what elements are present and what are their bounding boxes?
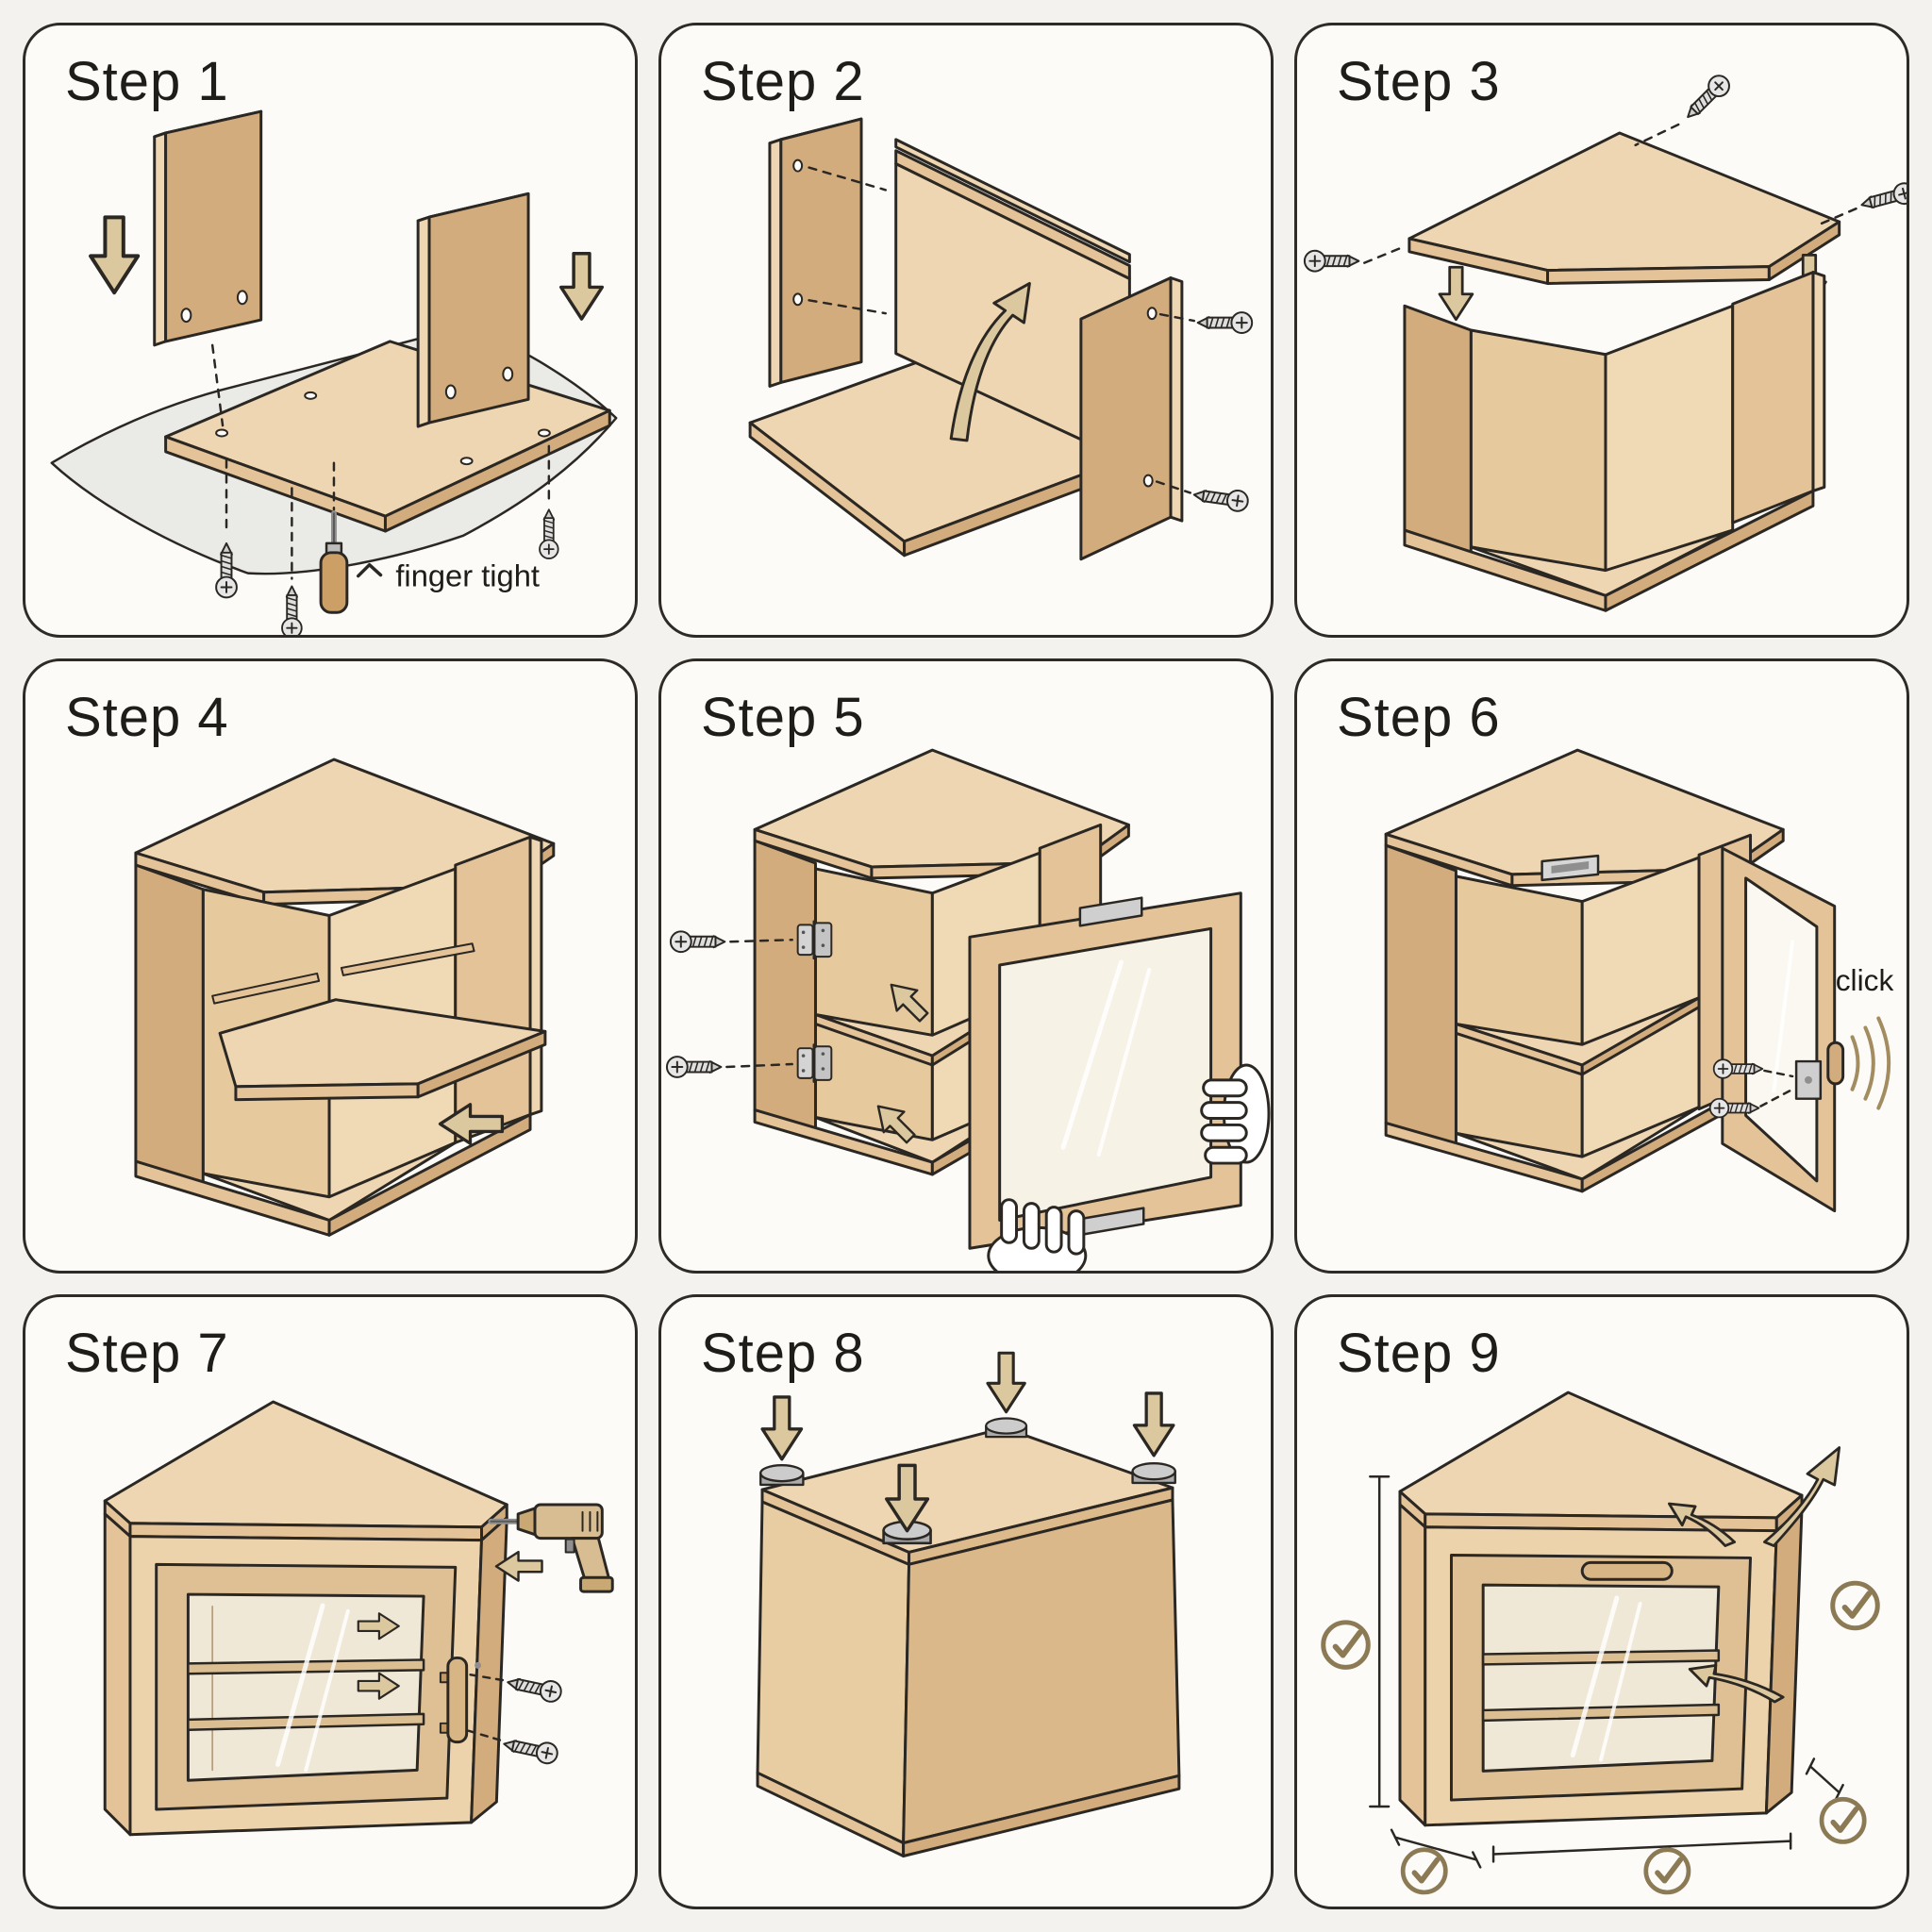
right-side-panel: [416, 192, 530, 428]
arrow-down-icon: [1132, 1391, 1175, 1457]
screw-icon: [669, 929, 726, 954]
hinge-icon: [796, 1043, 833, 1083]
step-title: Step 3: [1337, 51, 1501, 112]
screw-icon: [1196, 310, 1254, 335]
step-3-panel: Step 3: [1294, 23, 1909, 638]
left-side-panel: [768, 117, 888, 388]
step-9-illustration: [1297, 1391, 1907, 1907]
cabinet-upside-down: [756, 1426, 1181, 1857]
step-7-panel: Step 7: [23, 1294, 638, 1909]
top-panel: [1407, 131, 1841, 285]
cabinet-finished: [1398, 1391, 1804, 1827]
step-8-panel: Step 8: [658, 1294, 1274, 1909]
screwdriver-icon: [319, 461, 349, 614]
magnet-plate-icon: [1078, 896, 1143, 927]
checkmark-icon: [1324, 1623, 1369, 1668]
step-8-illustration: [756, 1351, 1181, 1857]
caret-pointer: [356, 562, 383, 578]
screw-icon: [280, 585, 304, 635]
door-handle: [1580, 1560, 1674, 1581]
step-1-panel: finger tight Step 1: [23, 23, 638, 638]
screw-icon: [1678, 70, 1735, 126]
curved-up-arrow-icon: [949, 281, 1031, 442]
click-label: click: [1836, 963, 1894, 997]
door-glass: [1481, 1583, 1721, 1773]
step-title: Step 8: [701, 1323, 865, 1384]
step-title: Step 5: [701, 687, 865, 748]
screw-icon: [1857, 179, 1907, 217]
step-3-illustration: [1303, 70, 1907, 612]
step-5-panel: Step 5: [658, 658, 1274, 1274]
dimension-lines: [1369, 1474, 1844, 1869]
rubber-foot-icon: [1131, 1461, 1177, 1485]
drill-icon: [488, 1503, 614, 1593]
finger-tight-label: finger tight: [395, 558, 540, 592]
arrow-down-icon: [558, 252, 605, 321]
door-knob-icon: [1826, 1041, 1845, 1086]
step-title: Step 9: [1337, 1323, 1501, 1384]
step-6-panel: click Step 6: [1294, 658, 1909, 1274]
cabinet-closed: [103, 1400, 508, 1837]
screw-icon: [1191, 483, 1251, 514]
screw-icon: [665, 1055, 723, 1079]
step-7-illustration: [103, 1400, 614, 1837]
cabinet-body: [1384, 748, 1785, 1193]
step-title: Step 1: [65, 51, 229, 112]
door-glass: [186, 1592, 425, 1782]
step-6-illustration: click: [1384, 748, 1894, 1213]
rubber-foot-icon: [758, 1463, 805, 1487]
cabinet-body: [134, 758, 556, 1237]
arrow-down-icon: [986, 1351, 1026, 1414]
checkmark-icon: [1833, 1583, 1878, 1628]
step-title: Step 2: [701, 51, 865, 112]
step-4-panel: Step 4: [23, 658, 638, 1274]
shelf-support-rails: [211, 942, 475, 1005]
rubber-foot-icon: [984, 1417, 1028, 1439]
hand-icon: [987, 1198, 1088, 1271]
checkmark-icon: [1646, 1850, 1689, 1892]
step-4-illustration: [134, 758, 556, 1237]
screw-icon: [538, 508, 559, 560]
glass-door-open: [1721, 846, 1845, 1213]
screw-icon: [500, 1732, 561, 1767]
arrow-down-icon: [760, 1395, 804, 1461]
glass-door: [968, 891, 1242, 1250]
step-1-illustration: finger tight: [50, 109, 618, 635]
hinge-icon: [796, 920, 833, 960]
arrow-down-icon: [89, 215, 141, 295]
step-2-panel: Step 2: [658, 23, 1274, 638]
checkmark-icon: [1822, 1799, 1864, 1841]
step-title: Step 4: [65, 687, 229, 748]
checkmark-icon: [1403, 1850, 1445, 1892]
screw-icon: [1303, 249, 1360, 274]
right-side-panel: [1079, 276, 1195, 561]
step-2-illustration: [748, 117, 1254, 561]
left-side-panel: [153, 109, 263, 347]
door-handle: [439, 1656, 469, 1744]
step-title: Step 6: [1337, 687, 1501, 748]
step-title: Step 7: [65, 1323, 229, 1384]
door-swing-arrows: [1667, 1446, 1841, 1704]
step-5-illustration: [665, 748, 1271, 1271]
sound-waves-icon: [1850, 1016, 1891, 1110]
magnetic-catch-icon: [1541, 854, 1600, 882]
step-9-panel: Step 9: [1294, 1294, 1909, 1909]
hand-icon: [1200, 1063, 1271, 1165]
arrow-down-icon: [1438, 265, 1474, 322]
shelf-panel: [218, 998, 547, 1102]
screw-icon: [504, 1671, 565, 1706]
cabinet-body: [1403, 271, 1826, 612]
